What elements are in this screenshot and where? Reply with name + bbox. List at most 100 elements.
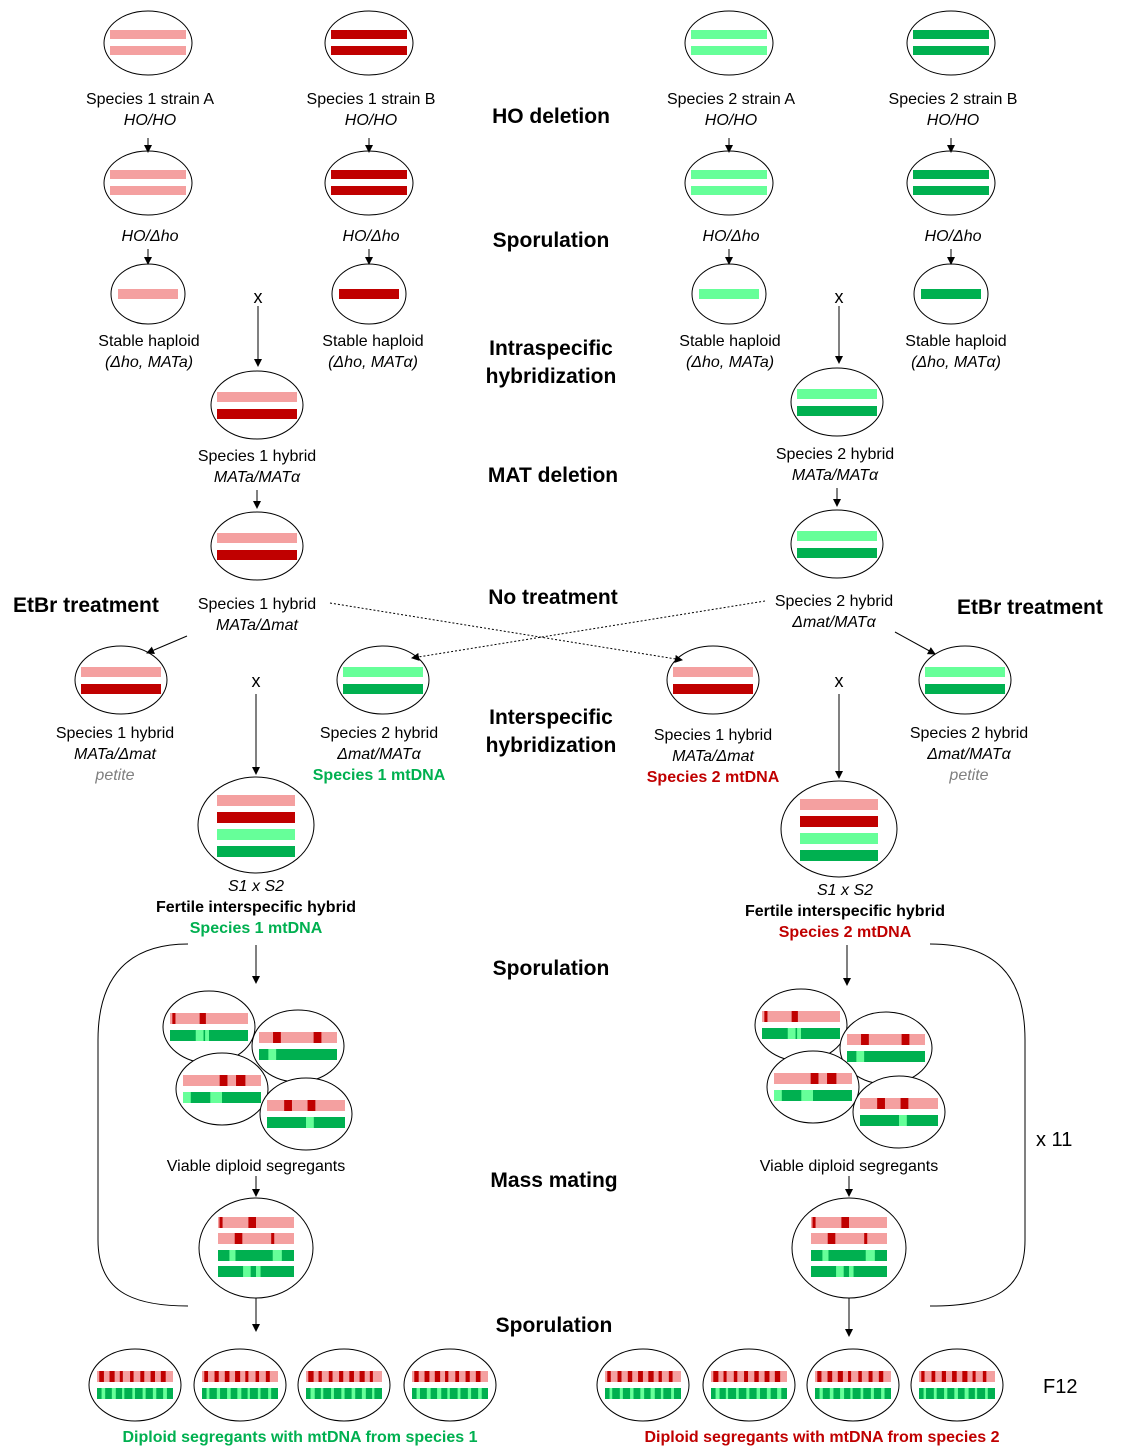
s2a-diploid-cell-2 <box>684 150 774 216</box>
s2b-diploid-cell-2 <box>906 150 996 216</box>
f12-right-4-red-chromosome-block-5 <box>972 1371 976 1382</box>
f12-right-2-green-chromosome-block-3 <box>746 1388 750 1399</box>
step-sporulation-1: Sporulation <box>492 229 610 252</box>
fertile-left-bar-2 <box>217 812 295 823</box>
f12-left-3-red-chromosome-block-0 <box>308 1371 314 1382</box>
mated-left-bar-2-block-0 <box>234 1233 243 1244</box>
f12-right-4-red-chromosome-block-0 <box>921 1371 925 1382</box>
s2-petite-bar-top <box>925 667 1005 677</box>
right-spore-1-cell <box>754 988 848 1062</box>
cross-symbol-interspecific-right: x <box>834 671 844 691</box>
f12-left-3-green-chromosome-block-1 <box>320 1388 324 1399</box>
right-spore-1-red-chromosome-block-0 <box>764 1011 768 1022</box>
left-spore-3-red-chromosome-block-0 <box>219 1075 228 1086</box>
f12-left-4-red-chromosome-block-1 <box>424 1371 430 1382</box>
f12-left-1-green-chromosome-block-4 <box>142 1388 146 1399</box>
f12-left-4-green-chromosome-block-5 <box>467 1388 472 1399</box>
f12-right-4-red-chromosome-base <box>919 1371 995 1382</box>
f12-left-1-red-chromosome-block-1 <box>109 1371 115 1382</box>
f12-left-4-red-chromosome-block-6 <box>475 1371 481 1382</box>
left-spore-4-red-chromosome-block-1 <box>307 1100 316 1111</box>
step-sporulation-3: Sporulation <box>495 1314 613 1337</box>
s2a-haploid-chromosome-bar <box>699 289 759 299</box>
mated-left-bar-3-base <box>218 1250 294 1261</box>
s2b-chromosome-bar-2-row2 <box>913 186 989 195</box>
f12-right-2-red-chromosome-block-6 <box>774 1371 781 1382</box>
right-spore-4-green-chromosome-block-0 <box>899 1115 907 1126</box>
mated-right-bar-3-block-0 <box>822 1250 829 1261</box>
f12-right-1-red-chromosome-block-0 <box>607 1371 611 1382</box>
right-spore-2-red-chromosome-base <box>847 1034 925 1045</box>
f12-left-2-red-chromosome-block-4 <box>245 1371 249 1382</box>
f12-right-3-red-chromosome-block-5 <box>868 1371 873 1382</box>
s1a-chromosome-bar-1-row2 <box>110 170 186 179</box>
f12-left-1-green-chromosome-block-2 <box>122 1388 125 1399</box>
s2a-chromosome-bar-1-row2 <box>691 170 767 179</box>
f12-left-1-green-chromosome-block-5 <box>152 1388 157 1399</box>
f12-right-3-green-chromosome-block-0 <box>819 1388 823 1399</box>
s2-hybrid-bar-bottom <box>797 406 877 416</box>
f12-right-4-green-chromosome-block-2 <box>944 1388 948 1399</box>
s1-hybrid-matdel-bar-top <box>217 533 297 543</box>
s1b-chromosome-bar-2-row1 <box>331 46 407 55</box>
s1b-chromosome-bar-2-row2 <box>331 186 407 195</box>
s1a-haploid-label: Stable haploid(Δho, MATa) <box>98 333 200 371</box>
bottom-right-label: Diploid segregants with mtDNA from speci… <box>644 1429 1000 1446</box>
f12-right-4-green-chromosome-block-4 <box>964 1388 969 1399</box>
repeat-count-label: x 11 <box>1036 1129 1073 1151</box>
f12-right-1-red-chromosome-block-2 <box>627 1371 633 1382</box>
right-spore-3-red-chromosome-block-0 <box>810 1073 819 1084</box>
left-spore-1-green-chromosome-block-1 <box>205 1030 209 1041</box>
viable-segregants-left-label: Viable diploid segregants <box>166 1158 346 1175</box>
f12-left-3-green-chromosome-block-4 <box>351 1388 356 1399</box>
cycle-bracket-left <box>97 943 189 1307</box>
f12-left-1-green-chromosome-block-3 <box>132 1388 135 1399</box>
left-spore-1-cell <box>162 990 256 1064</box>
f12-left-3-cell <box>297 1348 391 1422</box>
fertile-right-bar-2 <box>800 816 878 827</box>
f12-right-1-red-chromosome-block-6 <box>668 1371 673 1382</box>
f12-right-1-red-chromosome-block-3 <box>638 1371 643 1382</box>
s1-petite-bar-bottom <box>81 684 161 694</box>
f12-left-1-red-chromosome-block-6 <box>160 1371 166 1382</box>
left-spore-4-red-chromosome-block-0 <box>284 1100 292 1111</box>
f12-right-1-red-chromosome-base <box>605 1371 681 1382</box>
f12-left-3-red-chromosome-block-3 <box>339 1371 344 1382</box>
f12-left-4-red-chromosome-block-4 <box>455 1371 460 1382</box>
s1a-diploid-cell-2 <box>103 150 193 216</box>
s2-hybrid-s1mt-bar-bottom <box>343 684 423 694</box>
left-spore-3-green-chromosome-block-1 <box>210 1092 222 1103</box>
f12-left-1-red-chromosome-block-0 <box>99 1371 104 1382</box>
f12-right-1-green-chromosome-block-1 <box>619 1388 623 1399</box>
right-spore-2-red-chromosome-block-1 <box>901 1034 910 1045</box>
left-spore-2-cell <box>251 1009 345 1083</box>
right-spore-1-green-chromosome-block-0 <box>787 1028 796 1039</box>
f12-left-1-red-chromosome-block-4 <box>140 1371 145 1382</box>
f12-left-3-green-chromosome-block-5 <box>361 1388 366 1399</box>
f12-left-4-green-chromosome-block-6 <box>478 1388 482 1399</box>
f12-right-1-green-chromosome-block-4 <box>650 1388 655 1399</box>
f12-right-4-green-chromosome-block-0 <box>923 1388 927 1399</box>
left-spore-2-green-chromosome-block-0 <box>268 1049 277 1060</box>
right-spore-4-red-chromosome-block-1 <box>900 1098 909 1109</box>
s1-hybrid-matdel-cell <box>210 511 304 581</box>
s1b-haploid-label: Stable haploid(Δho, MATα) <box>322 333 424 371</box>
f12-left-2-green-chromosome-block-5 <box>257 1388 261 1399</box>
left-spore-1-red-chromosome-base <box>170 1013 248 1024</box>
f12-left-1-red-chromosome-block-3 <box>130 1371 134 1382</box>
f12-left-4-green-chromosome-block-2 <box>437 1388 442 1399</box>
f12-left-3-green-chromosome-block-3 <box>341 1388 345 1399</box>
left-spore-4-red-chromosome-base <box>267 1100 345 1111</box>
f12-right-1-red-chromosome-block-5 <box>658 1371 662 1382</box>
s1b-chromosome-bar-1-row1 <box>331 30 407 39</box>
s1-hybrid-bar-bottom <box>217 409 297 419</box>
cross-symbol-interspecific-left: x <box>251 671 261 691</box>
f12-left-2-green-chromosome-block-2 <box>227 1388 231 1399</box>
f12-left-3-red-chromosome-block-6 <box>369 1371 373 1382</box>
etbr-treatment-right-label: EtBr treatment <box>957 596 1103 619</box>
f12-left-2-red-chromosome-block-2 <box>224 1371 230 1382</box>
